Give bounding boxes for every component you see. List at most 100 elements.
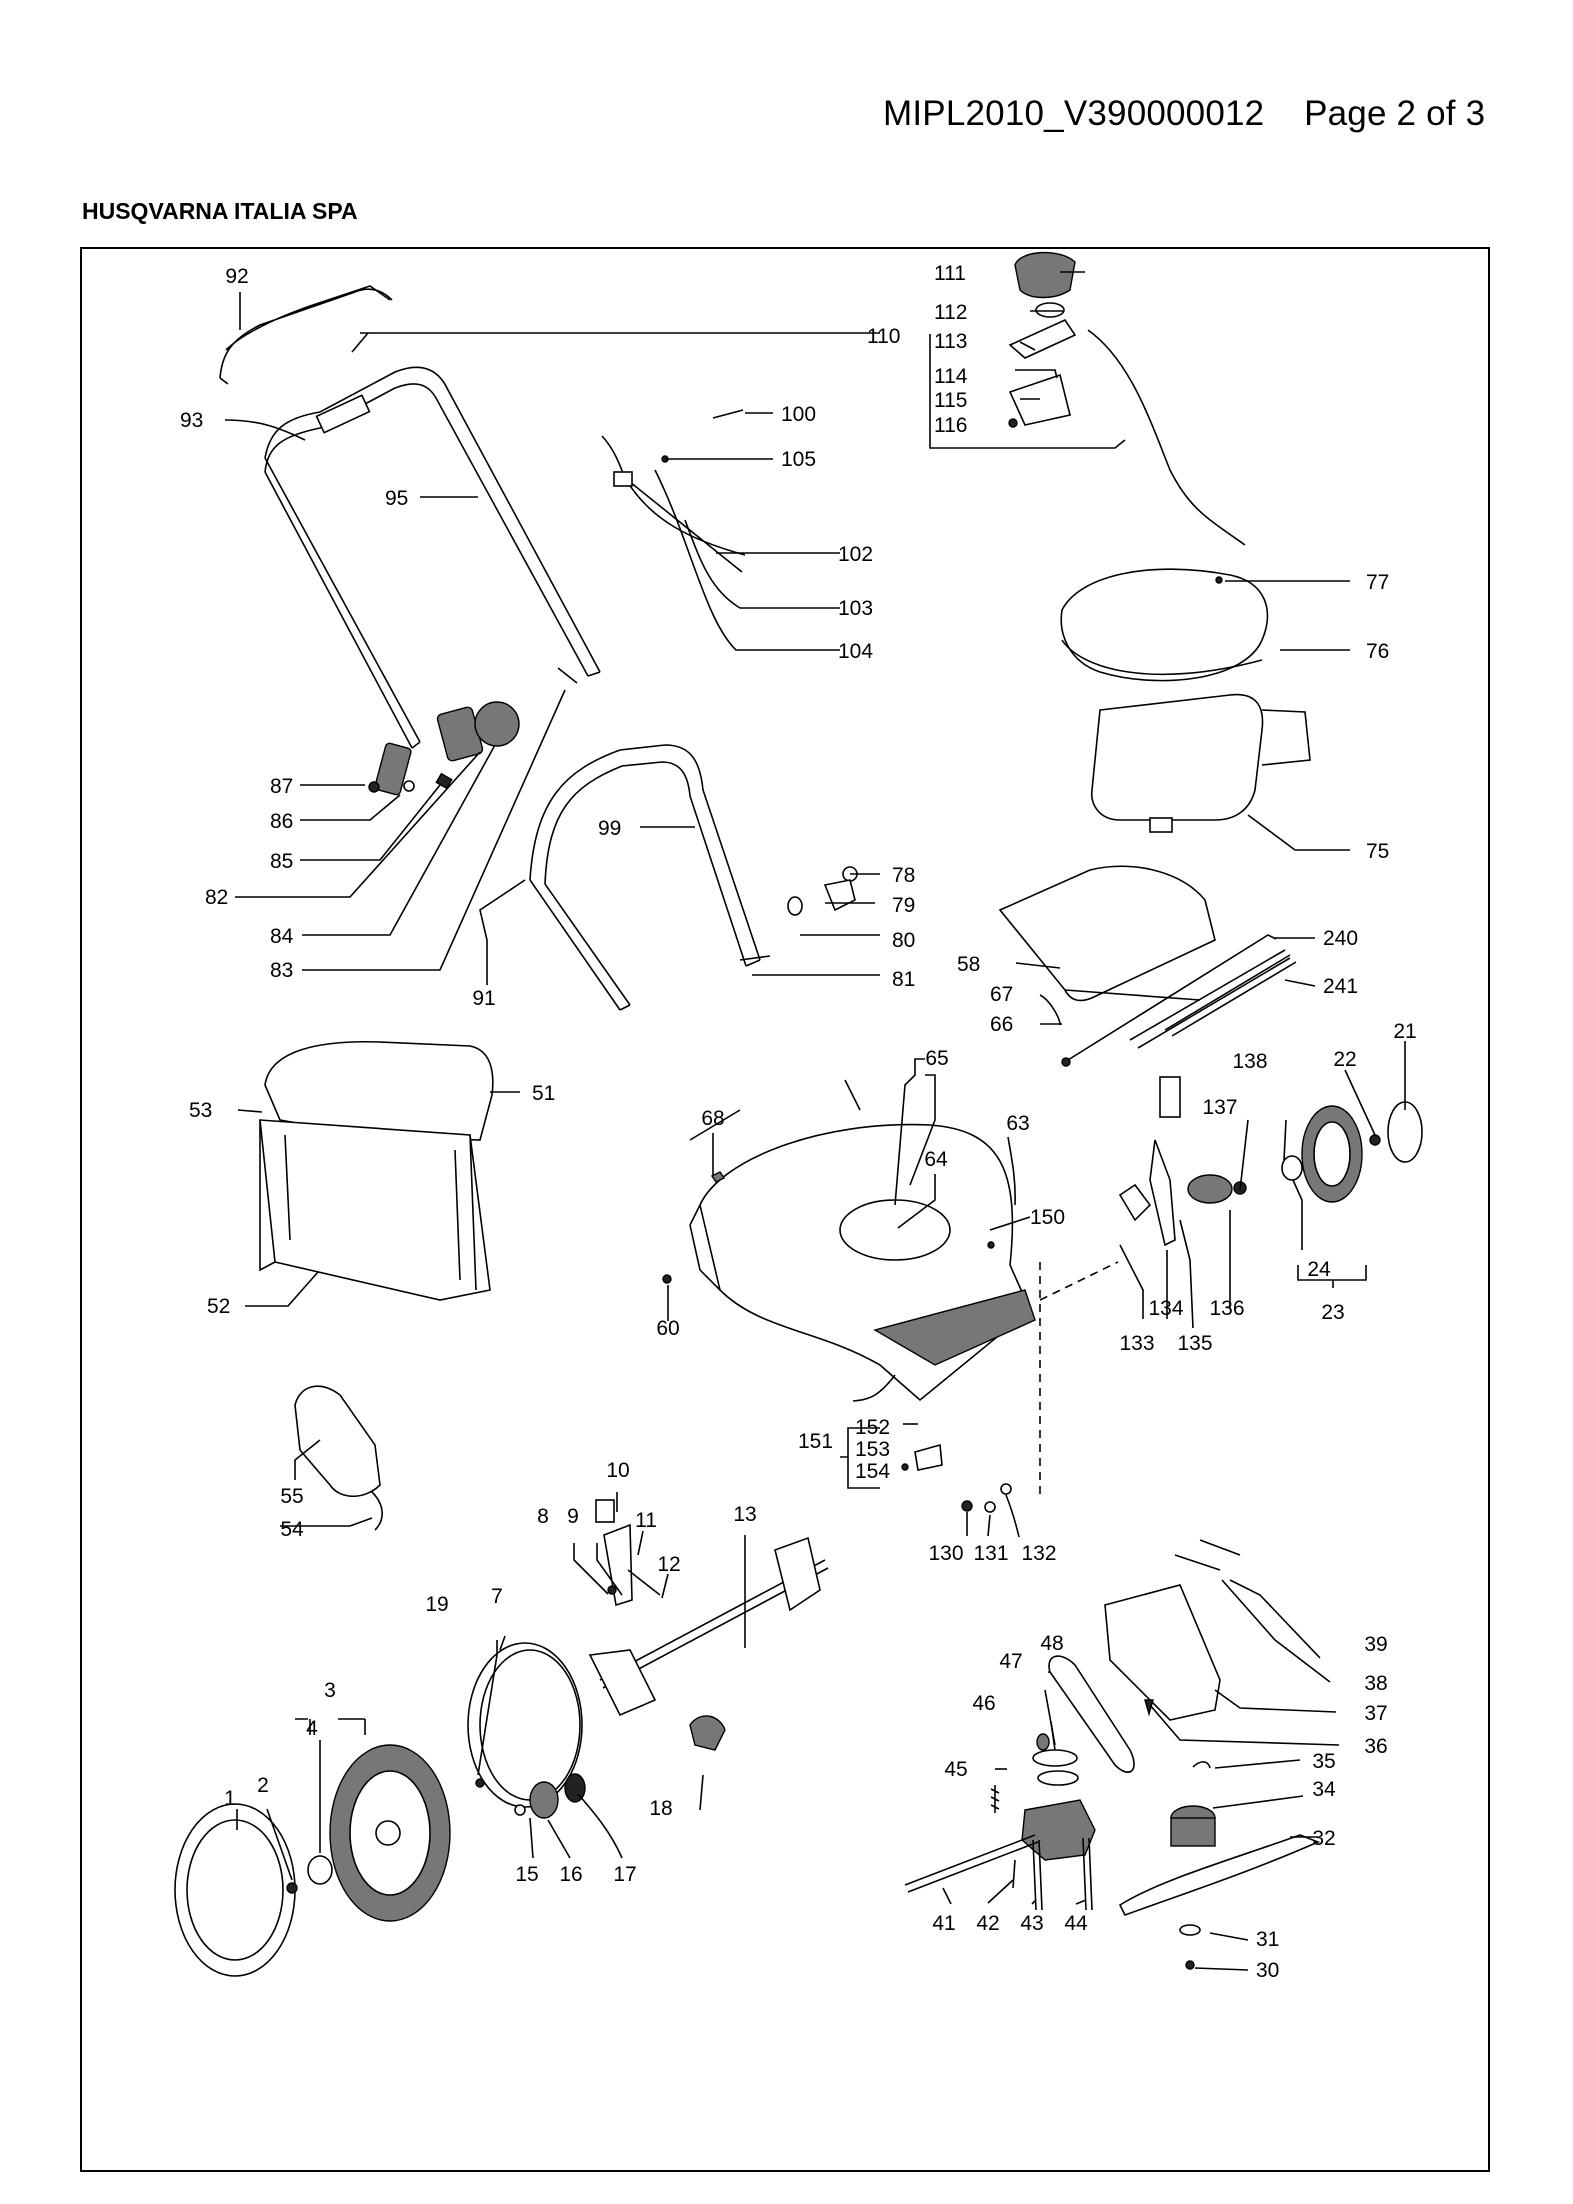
callout-66: 66 xyxy=(990,1013,1013,1036)
callout-30: 30 xyxy=(1256,1959,1279,1982)
callout-17: 17 xyxy=(613,1863,636,1886)
callout-240: 240 xyxy=(1323,927,1358,950)
callout-44: 44 xyxy=(1064,1912,1088,1935)
callout-77: 77 xyxy=(1366,571,1389,594)
engine-control-assembly xyxy=(1008,251,1246,546)
callout-83: 83 xyxy=(270,959,293,982)
callout-45: 45 xyxy=(944,1758,967,1781)
callout-85: 85 xyxy=(270,850,293,873)
callout-24: 24 xyxy=(1307,1258,1331,1281)
callout-136: 136 xyxy=(1209,1297,1244,1320)
part-13-axle xyxy=(588,1536,829,1717)
callout-241: 241 xyxy=(1323,975,1358,998)
part-63-deck xyxy=(689,1079,1036,1402)
callout-154: 154 xyxy=(855,1460,890,1483)
parts-drawing xyxy=(174,251,1423,1977)
callout-1: 1 xyxy=(224,1787,236,1810)
callout-81: 81 xyxy=(892,968,915,991)
callout-labels: 92 93 95 100 105 102 103 104 110 111 112… xyxy=(180,262,1417,1982)
drive-pinion xyxy=(475,1715,726,1819)
callout-51: 51 xyxy=(532,1082,555,1105)
front-wheel-assembly xyxy=(174,1744,451,1977)
callout-100: 100 xyxy=(781,403,816,426)
callout-134: 134 xyxy=(1148,1297,1183,1320)
callout-11: 11 xyxy=(635,1509,657,1532)
callout-151: 151 xyxy=(798,1430,833,1453)
callout-55: 55 xyxy=(280,1485,303,1508)
callout-135: 135 xyxy=(1177,1332,1212,1355)
callout-47: 47 xyxy=(999,1650,1022,1673)
callout-131: 131 xyxy=(973,1542,1008,1565)
callout-132: 132 xyxy=(1021,1542,1056,1565)
callout-53: 53 xyxy=(189,1099,212,1122)
leader-lines xyxy=(224,271,1406,1971)
page-indicator: Page 2 of 3 xyxy=(1304,94,1486,133)
callout-76: 76 xyxy=(1366,640,1389,663)
callout-75: 75 xyxy=(1366,840,1389,863)
callout-2: 2 xyxy=(257,1774,269,1797)
callout-39: 39 xyxy=(1364,1633,1387,1656)
callout-87: 87 xyxy=(270,775,293,798)
callout-115: 115 xyxy=(934,389,967,412)
callout-80: 80 xyxy=(892,929,915,952)
callout-78: 78 xyxy=(892,864,915,887)
callout-102: 102 xyxy=(838,543,873,566)
callout-43: 43 xyxy=(1020,1912,1043,1935)
callout-103: 103 xyxy=(838,597,873,620)
callout-116: 116 xyxy=(934,414,967,437)
callout-36: 36 xyxy=(1364,1735,1387,1758)
part-76-engine-cover xyxy=(1060,568,1269,682)
callout-104: 104 xyxy=(838,640,873,663)
callout-153: 153 xyxy=(855,1438,890,1461)
handle-adjusters xyxy=(368,667,578,796)
callout-91: 91 xyxy=(472,987,495,1010)
callout-13: 13 xyxy=(733,1503,756,1526)
callout-65: 65 xyxy=(925,1047,948,1070)
callout-84: 84 xyxy=(270,925,294,948)
callout-22: 22 xyxy=(1333,1048,1356,1071)
callout-10: 10 xyxy=(606,1459,629,1482)
callout-114: 114 xyxy=(934,365,968,388)
doc-ref: MIPL2010_V390000012 xyxy=(883,94,1265,133)
callout-23: 23 xyxy=(1321,1301,1344,1324)
callout-152: 152 xyxy=(855,1416,890,1439)
callout-64: 64 xyxy=(924,1148,948,1171)
callout-35: 35 xyxy=(1312,1750,1335,1773)
callout-58: 58 xyxy=(957,953,980,976)
callout-95: 95 xyxy=(385,487,408,510)
callout-15: 15 xyxy=(515,1863,538,1886)
callout-4: 4 xyxy=(306,1717,318,1740)
rear-wheel-assembly xyxy=(1118,1076,1423,1247)
callout-38: 38 xyxy=(1364,1672,1387,1695)
diagram-frame xyxy=(80,247,1490,2172)
callout-42: 42 xyxy=(976,1912,999,1935)
callout-93: 93 xyxy=(180,409,203,432)
callout-3: 3 xyxy=(324,1679,336,1702)
rear-rods xyxy=(1061,934,1297,1067)
part-92-handle-bar xyxy=(219,285,393,385)
throttle-cable xyxy=(601,409,746,573)
callout-86: 86 xyxy=(270,810,293,833)
part-99-lower-handle xyxy=(529,744,761,1011)
callout-68: 68 xyxy=(701,1107,724,1130)
callout-130: 130 xyxy=(928,1542,963,1565)
mulching-insert xyxy=(1104,1539,1241,1721)
callout-48: 48 xyxy=(1040,1632,1063,1655)
callout-67: 67 xyxy=(990,983,1013,1006)
callout-111: 111 xyxy=(934,262,966,285)
part-75-engine xyxy=(1091,693,1311,833)
callout-52: 52 xyxy=(207,1295,230,1318)
callout-99: 99 xyxy=(598,817,621,840)
callout-82: 82 xyxy=(205,886,228,909)
callout-112: 112 xyxy=(934,301,967,324)
callout-41: 41 xyxy=(932,1912,955,1935)
callout-138: 138 xyxy=(1232,1050,1267,1073)
callout-54: 54 xyxy=(280,1518,304,1541)
callout-79: 79 xyxy=(892,894,915,917)
callout-31: 31 xyxy=(1256,1928,1279,1951)
document-reference: MIPL2010_V390000012 Page 2 of 3 xyxy=(883,94,1485,134)
part-55-mulch-plug xyxy=(294,1385,383,1531)
callout-21: 21 xyxy=(1393,1020,1416,1043)
callout-9: 9 xyxy=(567,1505,579,1528)
